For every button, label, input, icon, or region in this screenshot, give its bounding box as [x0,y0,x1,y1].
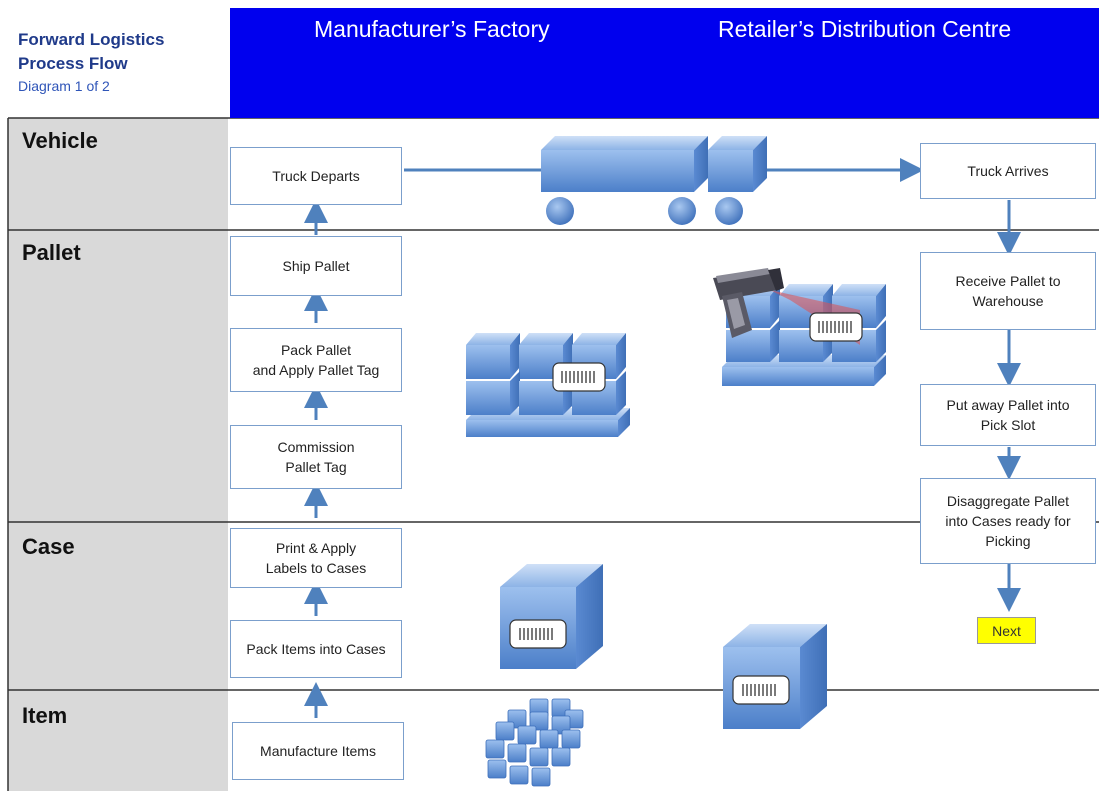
lane-label-item: Item [22,703,68,728]
lane-label-pallet: Pallet [22,240,81,265]
case-box-icon [500,564,603,669]
step-manufacture-items: Manufacture Items [232,722,404,780]
diagram-title-line2: Process Flow [18,54,128,73]
region-label-factory: Manufacturer’s Factory [314,16,550,42]
step-disaggregate-pallet: Disaggregate Pallet into Cases ready for… [920,478,1096,564]
items-cluster-icon [485,698,584,787]
barcode-label-icon [732,675,790,705]
step-truck-arrives: Truck Arrives [920,143,1096,199]
step-pack-pallet: Pack Pallet and Apply Pallet Tag [230,328,402,392]
pallet-icon [466,333,630,437]
barcode-label-icon [509,619,567,649]
step-pack-items: Pack Items into Cases [230,620,402,678]
diagram-title-line1: Forward Logistics [18,30,165,49]
step-ship-pallet: Ship Pallet [230,236,402,296]
step-receive-pallet: Receive Pallet to Warehouse [920,252,1096,330]
barcode-scanner-icon [713,268,784,338]
barcode-label-icon [552,362,606,392]
diagram-title-block: Forward Logistics Process Flow Diagram 1… [18,28,223,96]
step-commission-pallet-tag: Commission Pallet Tag [230,425,402,489]
barcode-label-icon [809,312,863,342]
scanned-pallet-icon [713,268,886,386]
lane-label-case: Case [22,534,75,559]
truck-icon [541,136,767,225]
step-print-apply-labels: Print & Apply Labels to Cases [230,528,402,588]
diagram-subtitle: Diagram 1 of 2 [18,78,110,94]
step-put-away-pallet: Put away Pallet into Pick Slot [920,384,1096,446]
lane-label-vehicle: Vehicle [22,128,98,153]
region-header-bar [230,8,1099,118]
step-truck-departs: Truck Departs [230,147,402,205]
case-box-icon [723,624,827,729]
region-label-dc: Retailer’s Distribution Centre [718,16,1012,42]
next-button[interactable]: Next [977,617,1036,644]
